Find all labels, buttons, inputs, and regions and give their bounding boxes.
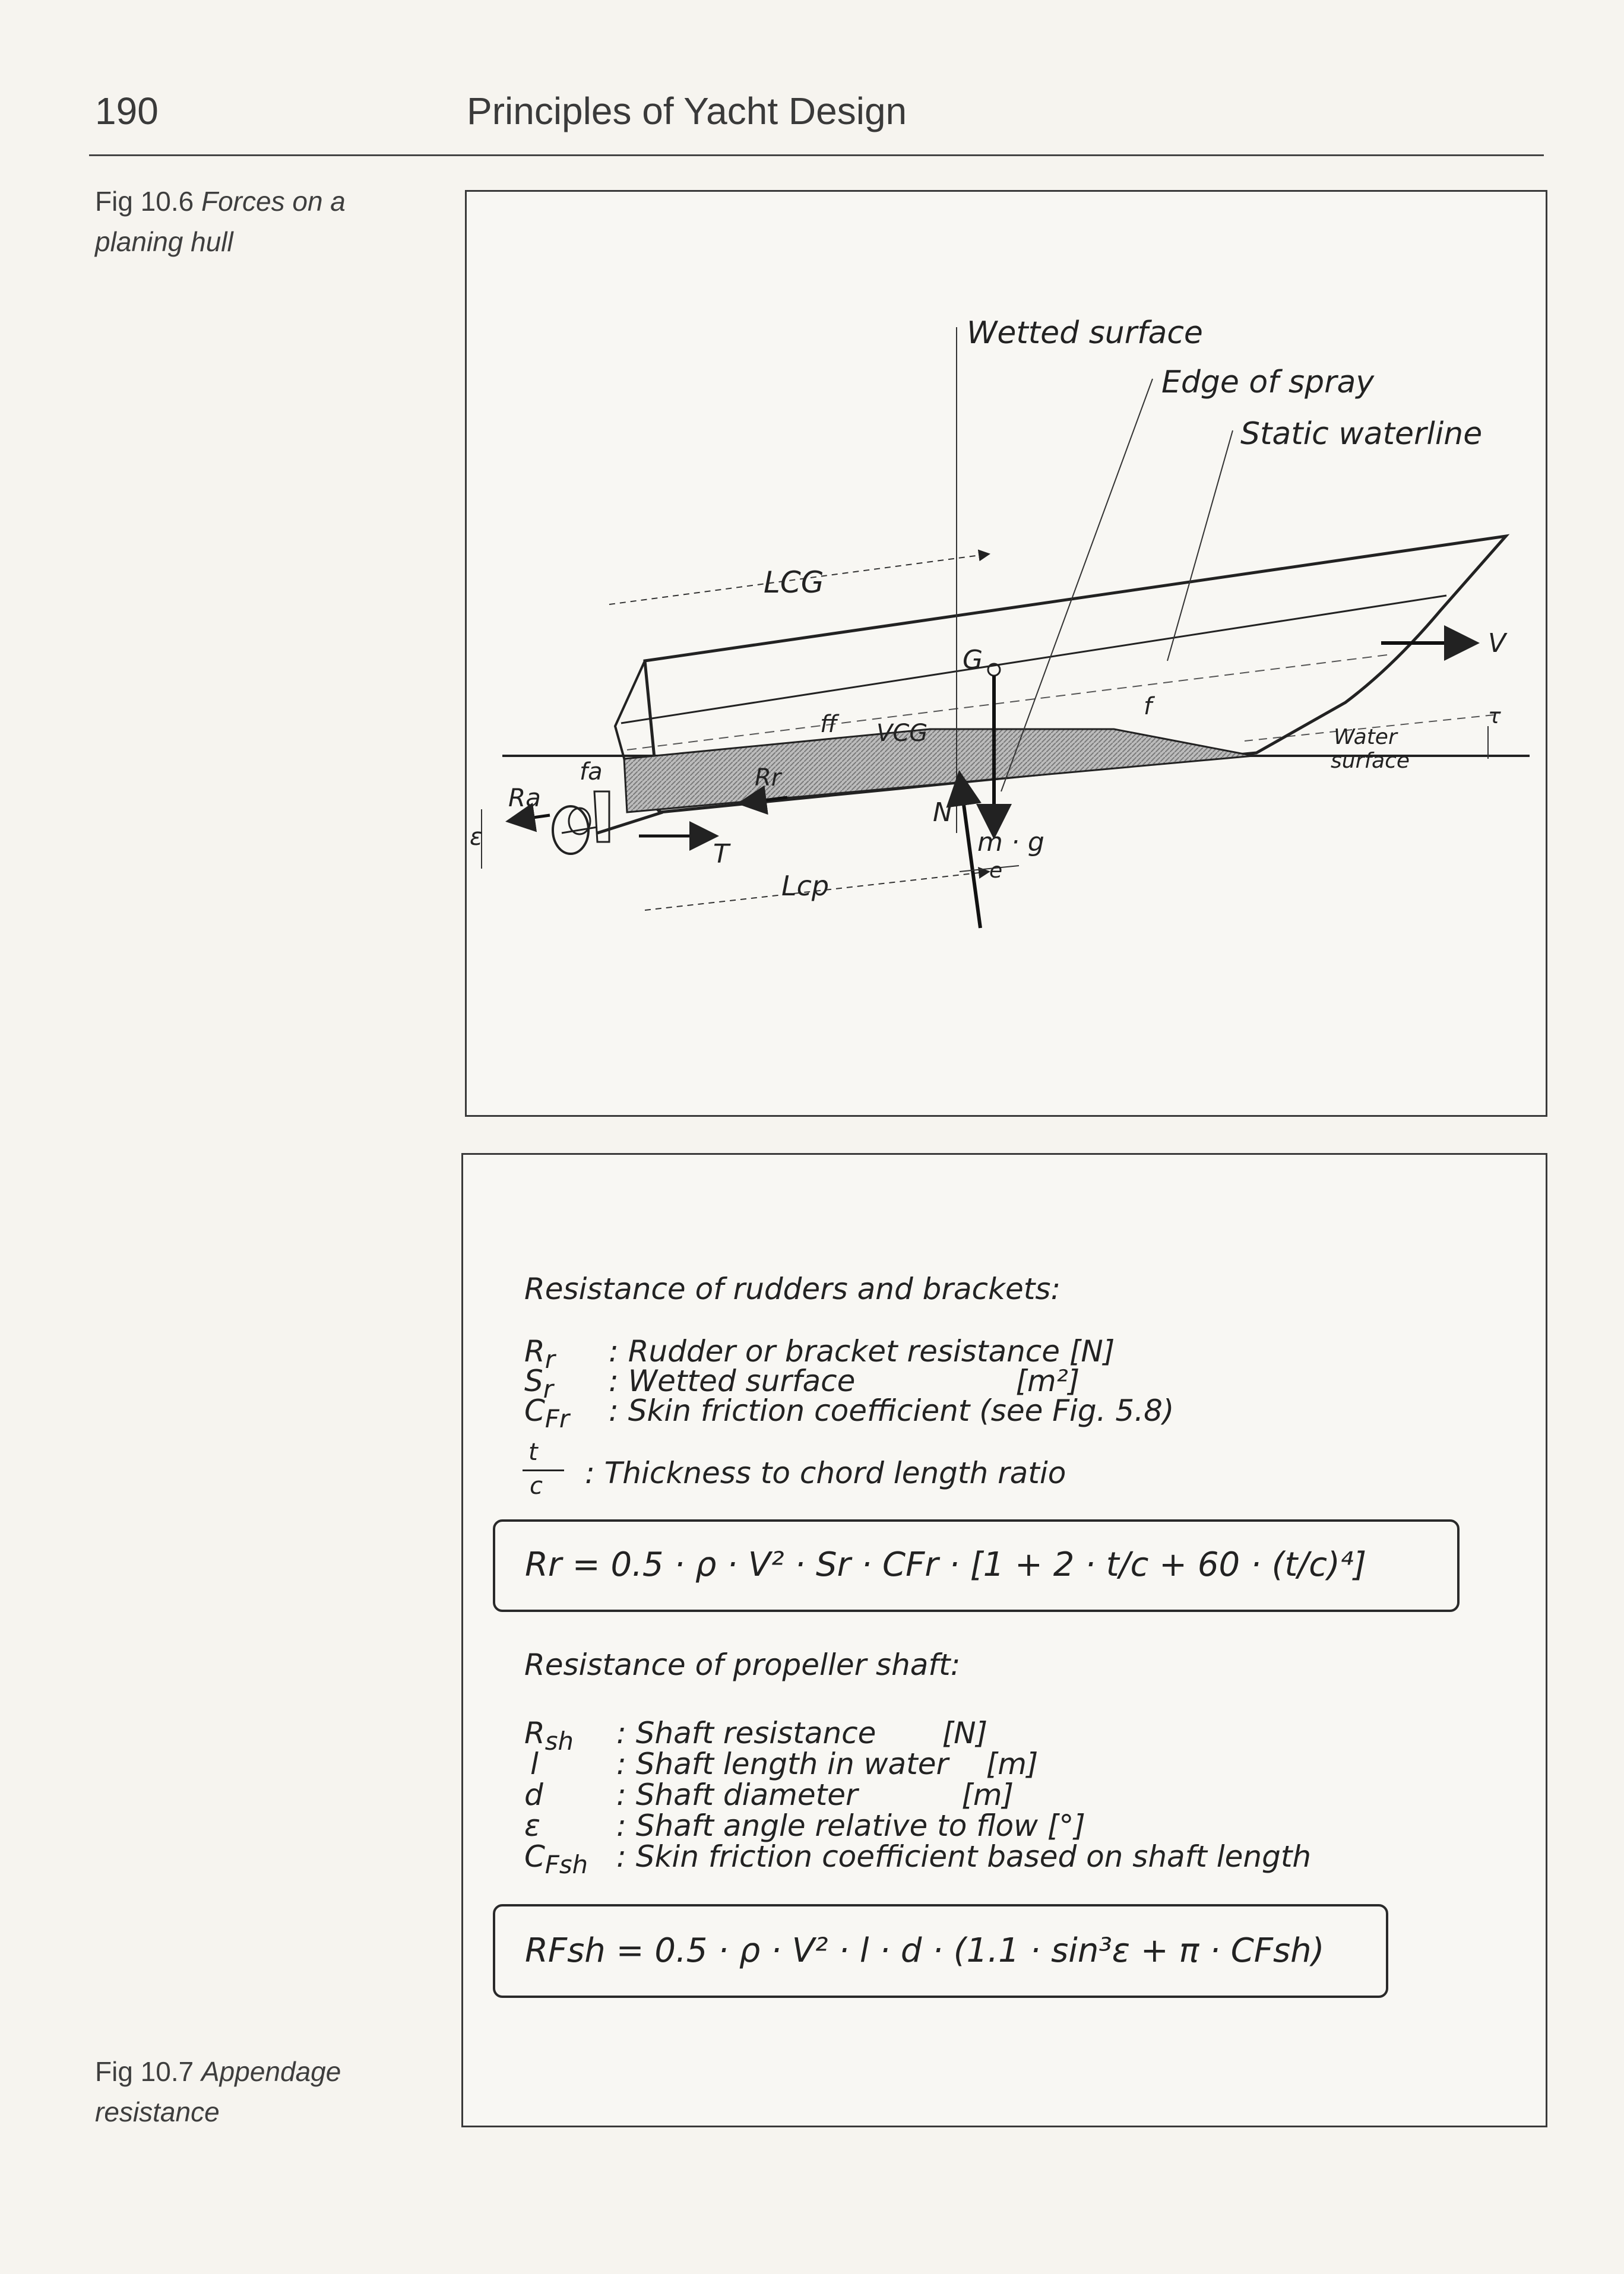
label-lcg: LCG [764, 565, 824, 600]
def-d-symbol: d [524, 1778, 543, 1812]
def-cfsh-symbol: CFsh [524, 1839, 588, 1879]
figure-label: Fig 10.6 [95, 186, 194, 217]
hull-diagram-svg: Wetted surface Edge of spray Static wate… [470, 315, 1530, 929]
def-eps-desc: : Shaft angle relative to flow [°] [616, 1809, 1085, 1843]
def-rsh-desc: : Shaft resistance [N] [616, 1716, 988, 1750]
figure-appendage-resistance: Resistance of rudders and brackets: Rr :… [461, 1153, 1547, 2127]
def-sr-symbol: Sr [524, 1364, 553, 1404]
label-static-waterline: Static waterline [1240, 416, 1482, 452]
rudder-resistance-arrow [737, 785, 788, 815]
figure-caption-10-7: Fig 10.7 Appendage resistance [95, 2051, 428, 2132]
def-rsh-symbol: Rsh [524, 1716, 574, 1756]
label-mg: m · g [977, 827, 1044, 857]
rudder-formula: Rr = 0.5 · ρ · V² · Sr · CFr · [1 + 2 · … [525, 1545, 1367, 1584]
def-eps-symbol: ε [524, 1809, 540, 1843]
symbol: l [530, 1747, 539, 1781]
hull-diagram: Wetted surface Edge of spray Static wate… [467, 192, 1546, 1118]
label-surface: surface [1331, 749, 1410, 773]
symbol: C [524, 1393, 545, 1428]
lcp-dimension [644, 867, 990, 911]
label-ra: Ra [508, 783, 541, 812]
static-waterline-leader [1167, 430, 1233, 661]
label-g: G [963, 645, 983, 675]
label-e: e [989, 859, 1002, 883]
rudder-formula-box: Rr = 0.5 · ρ · V² · Sr · CFr · [1 + 2 · … [493, 1519, 1460, 1612]
symbol: R [524, 1716, 545, 1750]
symbol: d [524, 1778, 543, 1812]
label-epsilon: ε [470, 824, 483, 851]
normal-force-arrow [946, 770, 982, 929]
header-rule [89, 154, 1544, 156]
label-wetted-surface: Wetted surface [967, 315, 1203, 351]
rudders-heading: Resistance of rudders and brackets: [524, 1272, 1061, 1306]
def-rr-desc: : Rudder or bracket resistance [N] [609, 1334, 1115, 1369]
symbol: ε [524, 1809, 541, 1843]
label-v: V [1488, 628, 1508, 658]
def-l-desc: : Shaft length in water [m] [616, 1747, 1039, 1781]
symbol: R [524, 1334, 545, 1369]
def-cfr-desc: : Skin friction coefficient (see Fig. 5.… [609, 1393, 1175, 1428]
rudder [593, 790, 610, 843]
shaft-formula-box: RFsh = 0.5 · ρ · V² · l · d · (1.1 · sin… [493, 1904, 1388, 1998]
sheer-dashed [626, 654, 1388, 750]
wetted-surface-area [623, 728, 1254, 813]
page-number: 190 [95, 90, 159, 132]
label-edge-of-spray: Edge of spray [1161, 365, 1375, 400]
def-l-symbol: l [530, 1747, 539, 1781]
subscript: r [543, 1374, 553, 1404]
propeller-shaft [597, 810, 663, 835]
e-dimension [959, 865, 1020, 872]
hull-outline [643, 534, 1510, 814]
figure-planing-hull-forces: Wetted surface Edge of spray Static wate… [465, 190, 1547, 1117]
label-f: f [1144, 693, 1156, 720]
figure-label: Fig 10.7 [95, 2056, 194, 2087]
label-n: N [933, 797, 952, 828]
edge-of-spray-leader [1001, 378, 1153, 792]
label-vcg: VCG [876, 720, 927, 747]
subscript: Fr [545, 1404, 570, 1433]
fraction-bar [523, 1469, 564, 1471]
running-title: Principles of Yacht Design [467, 90, 907, 132]
subscript: sh [545, 1727, 574, 1756]
figure-title: Forces on a planing hull [95, 186, 346, 257]
label-fa: fa [580, 758, 603, 786]
def-d-desc: : Shaft diameter [m] [616, 1778, 1014, 1812]
symbol: C [524, 1839, 545, 1874]
subscript: r [545, 1345, 555, 1374]
ratio-desc: : Thickness to chord length ratio [585, 1456, 1066, 1490]
chine-line [621, 594, 1447, 724]
symbol: S [524, 1364, 543, 1398]
subscript: Fsh [545, 1850, 588, 1879]
propeller-icon [552, 805, 598, 855]
def-cfr-symbol: CFr [524, 1393, 569, 1433]
label-water: Water [1334, 725, 1398, 749]
figure-title: Appendage resistance [95, 2056, 341, 2127]
label-rr: Rr [755, 764, 783, 791]
def-rr-symbol: Rr [524, 1334, 555, 1374]
ratio-denominator: c [530, 1472, 543, 1500]
ratio-numerator: t [528, 1439, 538, 1466]
label-tau: τ [1488, 704, 1501, 729]
shaft-heading: Resistance of propeller shaft: [524, 1648, 961, 1682]
label-ff: ff [820, 711, 840, 738]
shaft-formula: RFsh = 0.5 · ρ · V² · l · d · (1.1 · sin… [525, 1931, 1325, 1970]
def-cfsh-desc: : Skin friction coefficient based on sha… [616, 1839, 1312, 1874]
def-sr-desc: : Wetted surface [m²] [609, 1364, 1080, 1398]
appendage-resistance-arrow [505, 802, 550, 832]
label-lcp: Lcp [781, 870, 829, 902]
figure-caption-10-6: Fig 10.6 Forces on a planing hull [95, 181, 428, 262]
label-thrust: T [713, 839, 731, 869]
